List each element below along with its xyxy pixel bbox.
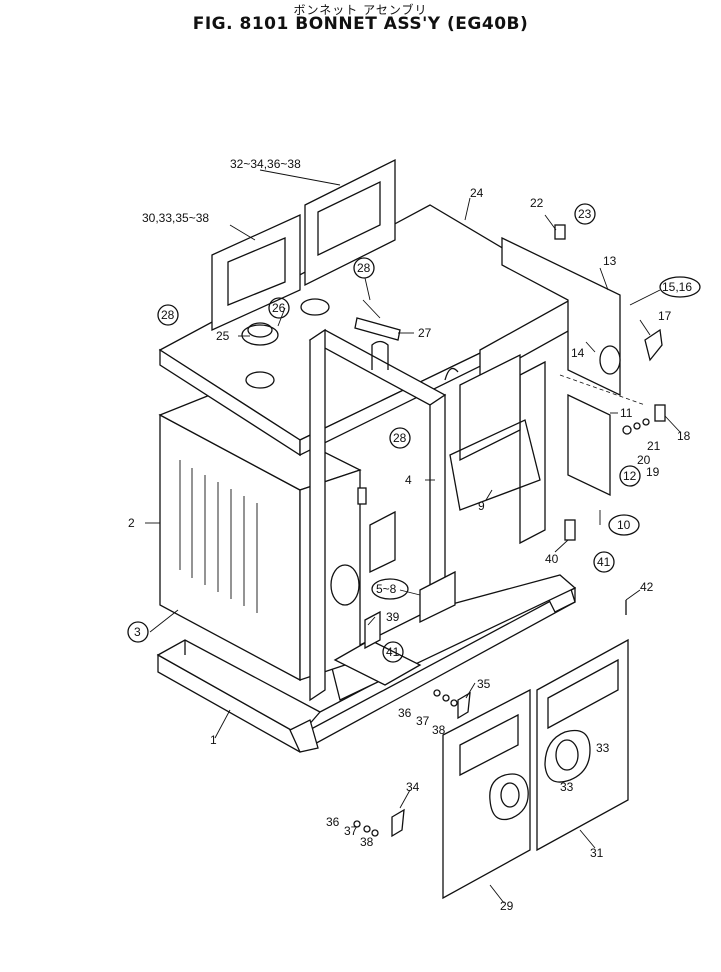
callout-28b: 28 <box>161 308 175 322</box>
callout-41b: 41 <box>386 645 400 659</box>
callout-22: 22 <box>530 196 544 210</box>
callout-28a-circle <box>353 257 375 279</box>
callout-25: 25 <box>216 329 230 343</box>
callout-38b: 38 <box>360 835 374 849</box>
callout-28a: 28 <box>357 261 371 275</box>
callout-3-circle <box>127 621 149 643</box>
callout-41a-circle <box>593 551 615 573</box>
figure-title: FIG. 8101 BONNET ASS'Y (EG40B) <box>192 14 529 34</box>
callout-11: 11 <box>620 406 633 420</box>
callout-labels: 32~34,36~38 30,33,35~38 24 22 23 13 15,1… <box>127 157 701 913</box>
callout-34: 34 <box>406 780 420 794</box>
callout-13: 13 <box>603 254 617 268</box>
callout-17: 17 <box>658 309 672 323</box>
callout-26-circle <box>268 297 290 319</box>
leader-lines <box>145 169 681 904</box>
callout-5-8: 5~8 <box>376 582 397 596</box>
callout-21: 21 <box>647 439 661 453</box>
side-door-31 <box>536 638 629 852</box>
callout-30-group: 30,33,35~38 <box>142 211 209 225</box>
callout-20: 20 <box>637 453 651 467</box>
callout-4: 4 <box>405 473 412 487</box>
callout-37b: 37 <box>344 824 358 838</box>
callout-37a: 37 <box>416 714 430 728</box>
upper-doors <box>211 158 396 332</box>
callout-23: 23 <box>578 207 592 221</box>
callout-28b-circle <box>157 304 179 326</box>
callout-2: 2 <box>128 516 135 530</box>
callout-41a: 41 <box>597 555 611 569</box>
callout-15-16: 15,16 <box>662 280 692 294</box>
door-latch-hardware <box>353 600 627 838</box>
callout-38a: 38 <box>432 723 446 737</box>
callout-15-16-oval <box>659 276 701 298</box>
callout-33a: 33 <box>596 741 610 755</box>
callout-27: 27 <box>418 326 432 340</box>
callout-28c-circle <box>389 427 411 449</box>
callout-33b: 33 <box>560 780 574 794</box>
inner-frame <box>308 328 459 702</box>
callout-24: 24 <box>470 186 484 200</box>
callout-36a: 36 <box>398 706 412 720</box>
callout-41b-circle <box>382 641 404 663</box>
callout-42: 42 <box>640 580 654 594</box>
callout-3: 3 <box>134 625 141 639</box>
callout-26: 26 <box>272 301 286 315</box>
callout-5-8-oval <box>371 578 409 600</box>
callout-12-circle <box>619 465 641 487</box>
callout-14: 14 <box>571 346 585 360</box>
subtitle-japanese: ボンネット アセンブリ <box>293 3 428 17</box>
callout-1: 1 <box>210 733 217 747</box>
callout-12: 12 <box>623 469 637 483</box>
callout-29: 29 <box>500 899 514 913</box>
callout-10-oval <box>608 514 640 536</box>
callout-23-circle <box>574 203 596 225</box>
interior-parts <box>333 510 576 686</box>
callout-39: 39 <box>386 610 400 624</box>
callout-35: 35 <box>477 677 491 691</box>
callout-10: 10 <box>617 518 631 532</box>
callout-40: 40 <box>545 552 559 566</box>
callout-32-group: 32~34,36~38 <box>230 157 301 171</box>
callout-36b: 36 <box>326 815 340 829</box>
callout-19: 19 <box>646 465 660 479</box>
latch-hardware <box>622 328 666 435</box>
side-door-29 <box>442 688 531 900</box>
callout-28c: 28 <box>393 431 407 445</box>
rear-frame <box>449 224 621 545</box>
callout-31: 31 <box>590 846 604 860</box>
callout-9: 9 <box>478 499 485 513</box>
callout-18: 18 <box>677 429 691 443</box>
